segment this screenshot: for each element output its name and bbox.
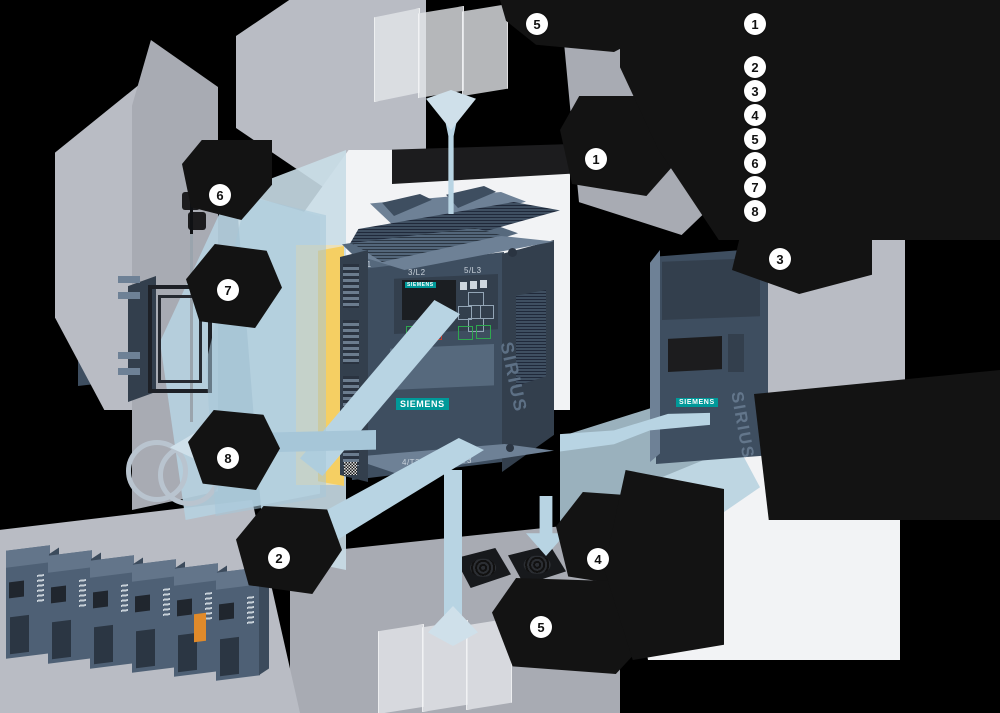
legend-item-3[interactable]: 3	[744, 80, 774, 102]
mounting-bracket	[392, 144, 572, 184]
legend-badge-8: 8	[744, 200, 766, 222]
box-terminal-lug	[118, 276, 140, 283]
terminal-cover	[418, 6, 464, 99]
legend: 1 2 3 4 5 6 7 8	[744, 0, 1000, 230]
frame-outline	[148, 285, 212, 393]
legend-item-6[interactable]: 6	[744, 152, 774, 174]
terminal-label-5l3: 5/L3	[464, 266, 482, 275]
frame-inner-outline	[158, 295, 202, 383]
mask-blob-bottom-right	[604, 470, 724, 660]
status-led	[480, 280, 487, 288]
hmi-display-logo: SIEMENS	[405, 282, 436, 288]
communication-module[interactable]	[6, 545, 59, 659]
legend-item-2[interactable]: 2	[744, 56, 774, 78]
callout-5-top[interactable]: 5	[526, 13, 548, 35]
box-terminal-lug	[118, 368, 140, 375]
terminal-cover	[378, 624, 424, 713]
status-led	[460, 282, 467, 290]
legend-badge-3: 3	[744, 80, 766, 102]
terminal-label-3l2: 3/L2	[408, 268, 426, 277]
legend-item-4[interactable]: 4	[744, 104, 774, 126]
side-vent-grille	[516, 290, 546, 386]
mask-blob-right-lower	[754, 370, 1000, 520]
connector-arrow-bottom	[444, 470, 462, 620]
callout-5-bottom[interactable]: 5	[530, 616, 552, 638]
screw-terminal-row[interactable]	[343, 320, 359, 364]
terminal-cover	[374, 8, 420, 102]
callout-3[interactable]: 3	[769, 248, 791, 270]
communication-module[interactable]	[174, 563, 227, 677]
callout-7[interactable]: 7	[217, 279, 239, 301]
legend-item-7[interactable]: 7	[744, 176, 774, 198]
callout-6[interactable]: 6	[209, 184, 231, 206]
legend-badge-6: 6	[744, 152, 766, 174]
module-window	[668, 336, 722, 372]
box-terminal-lug	[118, 352, 140, 359]
module-clip	[650, 312, 657, 326]
nav-key-right[interactable]	[480, 305, 494, 319]
legend-item-8[interactable]: 8	[744, 200, 774, 222]
nav-key-left[interactable]	[458, 306, 472, 320]
connector-arrow-top-head	[426, 90, 476, 130]
local-key[interactable]	[458, 326, 473, 340]
module-brand-label: SIEMENS	[676, 398, 718, 407]
legend-item-1[interactable]: 1	[744, 13, 774, 35]
dip-switch-bank[interactable]	[194, 612, 206, 642]
status-led	[470, 281, 477, 289]
callout-8[interactable]: 8	[217, 447, 239, 469]
box-terminal-lug	[118, 292, 140, 299]
module-connector-bay	[728, 334, 744, 372]
module-clip	[650, 366, 657, 380]
callout-2[interactable]: 2	[268, 547, 290, 569]
callout-1[interactable]: 1	[585, 148, 607, 170]
screw	[506, 444, 514, 452]
legend-badge-7: 7	[744, 176, 766, 198]
legend-badge-5: 5	[744, 128, 766, 150]
mounting-rail	[190, 196, 193, 422]
legend-item-5[interactable]: 5	[744, 128, 774, 150]
screw-terminal-row[interactable]	[343, 264, 359, 308]
legend-badge-2: 2	[744, 56, 766, 78]
communication-module[interactable]	[90, 555, 143, 669]
door-mounting-frame[interactable]	[148, 285, 212, 393]
sirius-accessory-module[interactable]: SIEMENS SIRIUS	[650, 240, 775, 470]
remote-key[interactable]	[476, 325, 491, 339]
legend-badge-1: 1	[744, 13, 766, 35]
screw	[508, 248, 517, 257]
terminal-label-4t2: 4/T2	[402, 458, 421, 467]
clip-shaft	[190, 198, 193, 234]
communication-module[interactable]	[48, 550, 101, 664]
device-brand-label: SIEMENS	[396, 398, 449, 410]
communication-module[interactable]	[132, 559, 185, 673]
qr-code	[344, 462, 357, 475]
module-left-edge	[650, 250, 660, 462]
nav-key-up[interactable]	[468, 292, 484, 306]
terminal-cover	[462, 4, 508, 97]
legend-badge-4: 4	[744, 104, 766, 126]
callout-4[interactable]: 4	[587, 548, 609, 570]
module-clip	[650, 264, 657, 278]
soft-starter[interactable]: 1/L1 3/L2 5/L3 2/T1 4/T2 6/T3 SIEMENS SI…	[330, 140, 590, 490]
